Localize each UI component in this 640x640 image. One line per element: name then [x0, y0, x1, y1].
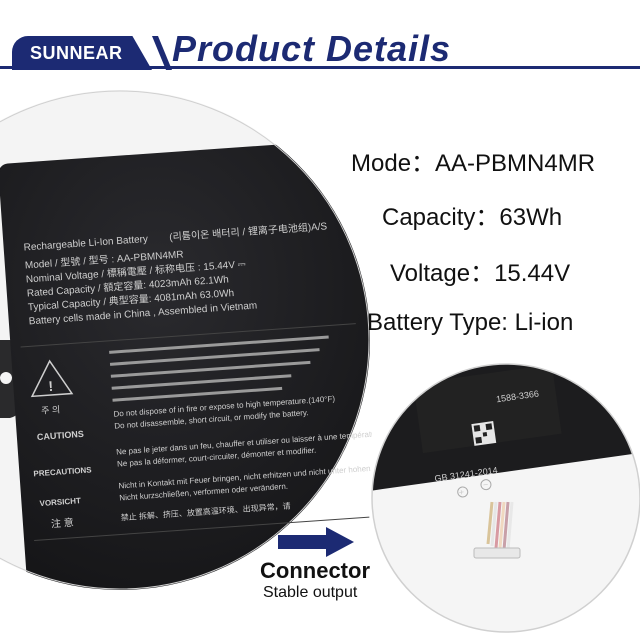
- warn-korean: 주 의: [41, 404, 61, 415]
- spec-capacity: Capacity：63Wh: [382, 204, 563, 231]
- warn-vorsicht: VORSICHT: [39, 496, 81, 508]
- header-underline: [0, 66, 640, 69]
- page-title: Product Details: [172, 28, 452, 69]
- label-corner: A/S: [311, 221, 328, 233]
- warning-triangle-icon: [30, 359, 74, 398]
- svg-text:+: +: [458, 487, 465, 498]
- spec-voltage: Voltage：15.44V: [390, 260, 571, 287]
- warn-cautions: CAUTIONS: [37, 429, 85, 442]
- connector-subtitle: Stable output: [263, 584, 358, 601]
- battery-closeup-image: Rechargeable Li-Ion Battery (리튬이온 배터리 / …: [0, 90, 372, 590]
- svg-text:!: !: [48, 378, 54, 394]
- arrow-right-icon: [278, 527, 354, 557]
- brand-swoosh-decoration: [152, 36, 172, 70]
- svg-text:−: −: [482, 479, 489, 490]
- spec-battery-type: Battery Type: Li-ion: [367, 309, 574, 336]
- brand-name: SUNNEAR: [30, 42, 123, 63]
- warn-precautions: PRECAUTIONS: [33, 465, 92, 478]
- header: SUNNEAR Product Details: [0, 0, 640, 80]
- connector-closeup-image: GB 31241-2014 1588-3366 + −: [371, 363, 640, 633]
- brand-tab: SUNNEAR: [12, 36, 152, 70]
- warn-chinese: 注 意: [51, 516, 75, 531]
- spec-model: Mode：AA-PBMN4MR: [351, 150, 596, 177]
- connector-title: Connector: [260, 558, 370, 583]
